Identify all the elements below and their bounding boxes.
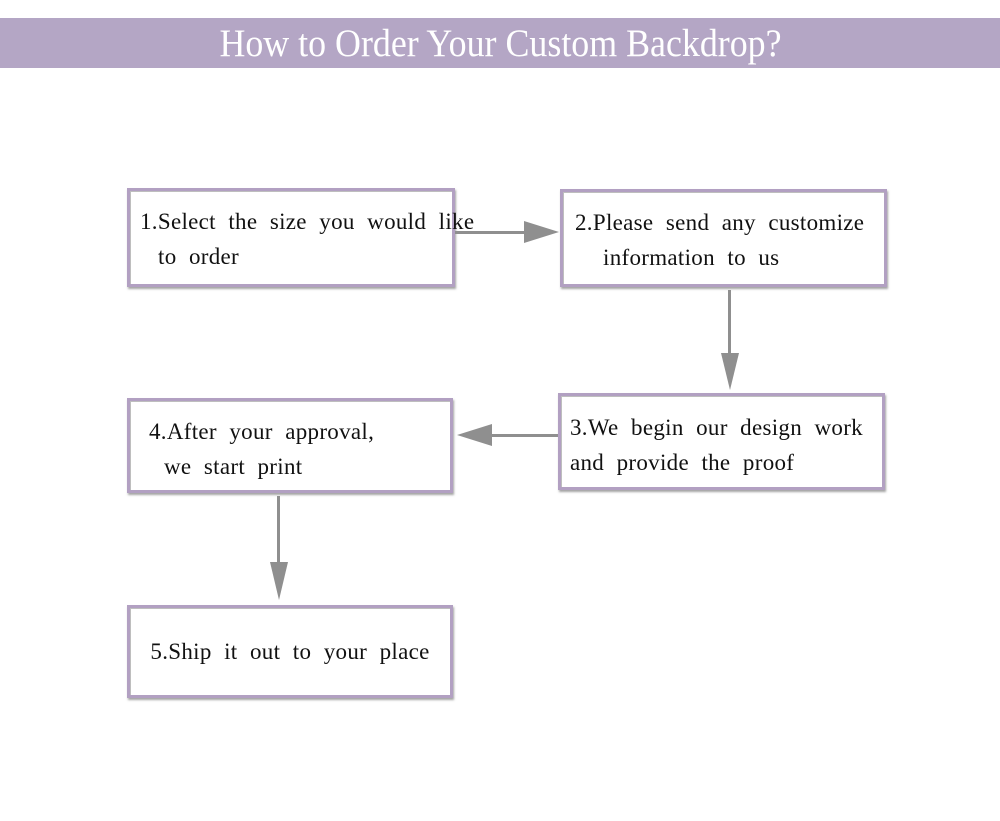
step-3-line-1: 3.We begin our design work bbox=[570, 415, 863, 440]
arrow-shaft bbox=[455, 231, 527, 234]
step-box-5: 5.Ship it out to your place bbox=[127, 605, 453, 698]
arrow-shaft bbox=[728, 290, 731, 355]
step-box-2: 2.Please send any customize information … bbox=[560, 189, 887, 287]
arrow-head bbox=[524, 221, 559, 243]
step-3-line-2: and provide the proof bbox=[570, 450, 795, 475]
page-title: How to Order Your Custom Backdrop? bbox=[218, 21, 782, 65]
header-banner: How to Order Your Custom Backdrop? bbox=[0, 18, 1000, 68]
arrow-step2-to-step3-down-icon bbox=[721, 290, 739, 390]
step-box-3: 3.We begin our design work and provide t… bbox=[558, 393, 885, 490]
step-2-line-1: 2.Please send any customize bbox=[575, 210, 865, 235]
step-5-line-1: 5.Ship it out to your place bbox=[150, 639, 430, 664]
arrow-head bbox=[457, 424, 492, 446]
step-box-4: 4.After your approval, we start print bbox=[127, 398, 453, 493]
step-box-1: 1.Select the size you would like to orde… bbox=[127, 188, 475, 287]
step-1-line-1: 1.Select the size you would like bbox=[140, 209, 475, 234]
arrow-head bbox=[721, 353, 739, 390]
step-1-line-2: to order bbox=[158, 244, 240, 269]
step-2-line-2: information to us bbox=[603, 245, 780, 270]
arrow-shaft bbox=[489, 434, 558, 437]
arrow-shaft bbox=[277, 496, 280, 564]
arrow-step3-to-step4-left-icon bbox=[457, 424, 558, 446]
arrow-head bbox=[270, 562, 288, 600]
arrow-step4-to-step5-down-icon bbox=[270, 496, 288, 600]
step-4-line-1: 4.After your approval, bbox=[149, 419, 375, 444]
step-4-line-2: we start print bbox=[164, 454, 303, 479]
arrow-step1-to-step2-right-icon bbox=[455, 221, 559, 243]
